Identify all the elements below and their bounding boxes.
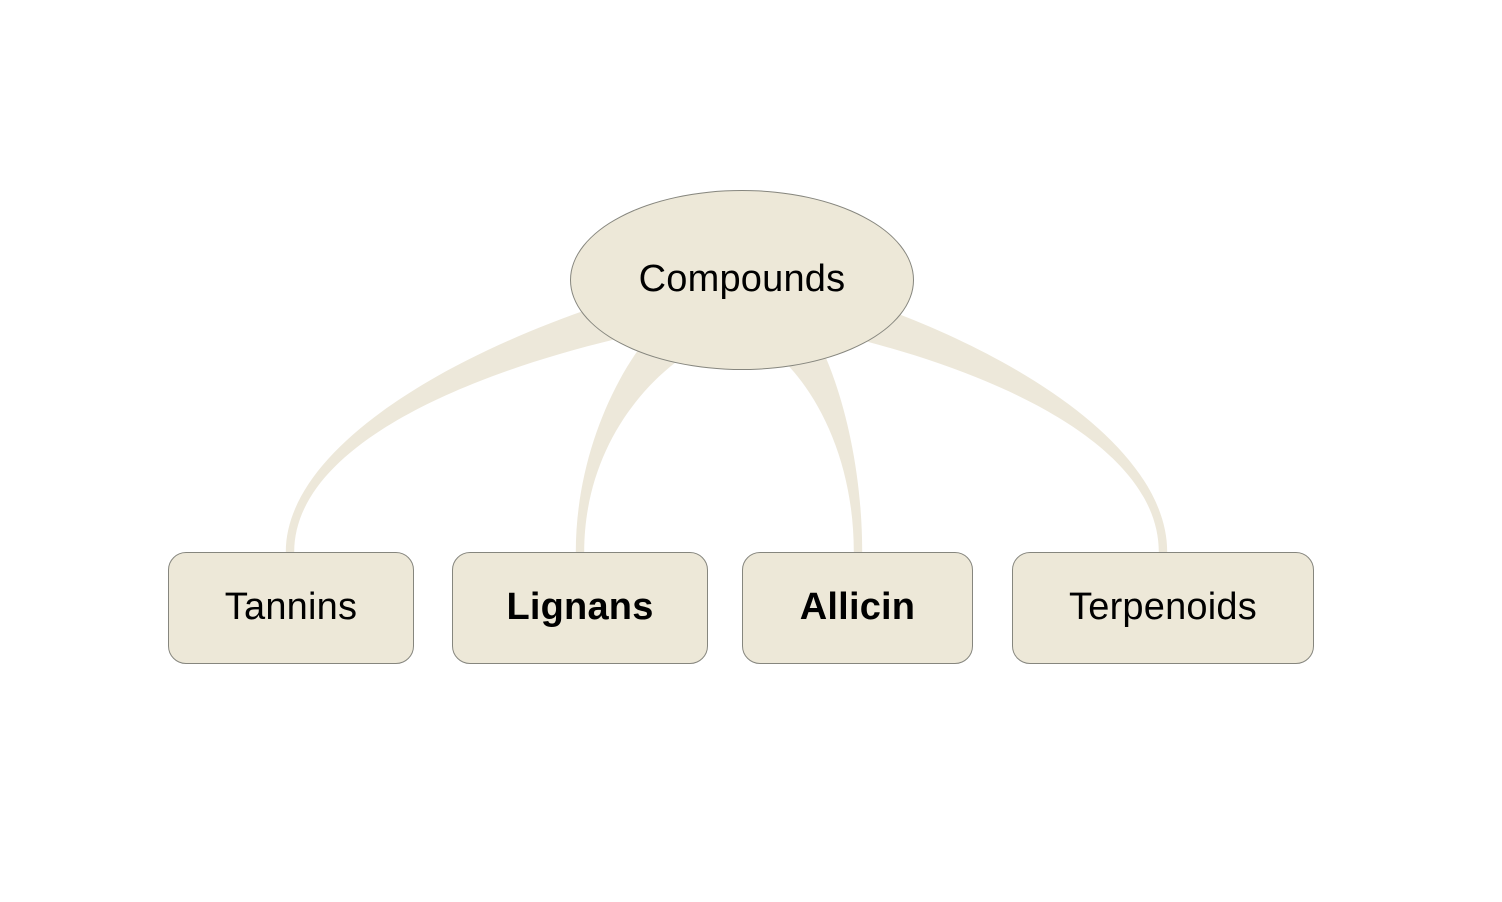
edge-compounds-to-lignans bbox=[575, 342, 677, 552]
node-label: Allicin bbox=[799, 586, 916, 628]
edge-compounds-to-allicin bbox=[787, 349, 863, 552]
node-label: Terpenoids bbox=[1069, 586, 1257, 628]
node-label: Tannins bbox=[224, 586, 358, 628]
node-allicin[interactable]: Allicin bbox=[742, 552, 973, 664]
node-tannins[interactable]: Tannins bbox=[168, 552, 414, 664]
node-lignans[interactable]: Lignans bbox=[452, 552, 708, 664]
edge-compounds-to-tannins bbox=[285, 306, 615, 552]
node-label: Compounds bbox=[638, 258, 846, 300]
node-terpenoids[interactable]: Terpenoids bbox=[1012, 552, 1314, 664]
edge-compounds-to-terpenoids bbox=[866, 309, 1168, 552]
node-compounds[interactable]: Compounds bbox=[570, 190, 914, 370]
node-label: Lignans bbox=[506, 586, 654, 628]
